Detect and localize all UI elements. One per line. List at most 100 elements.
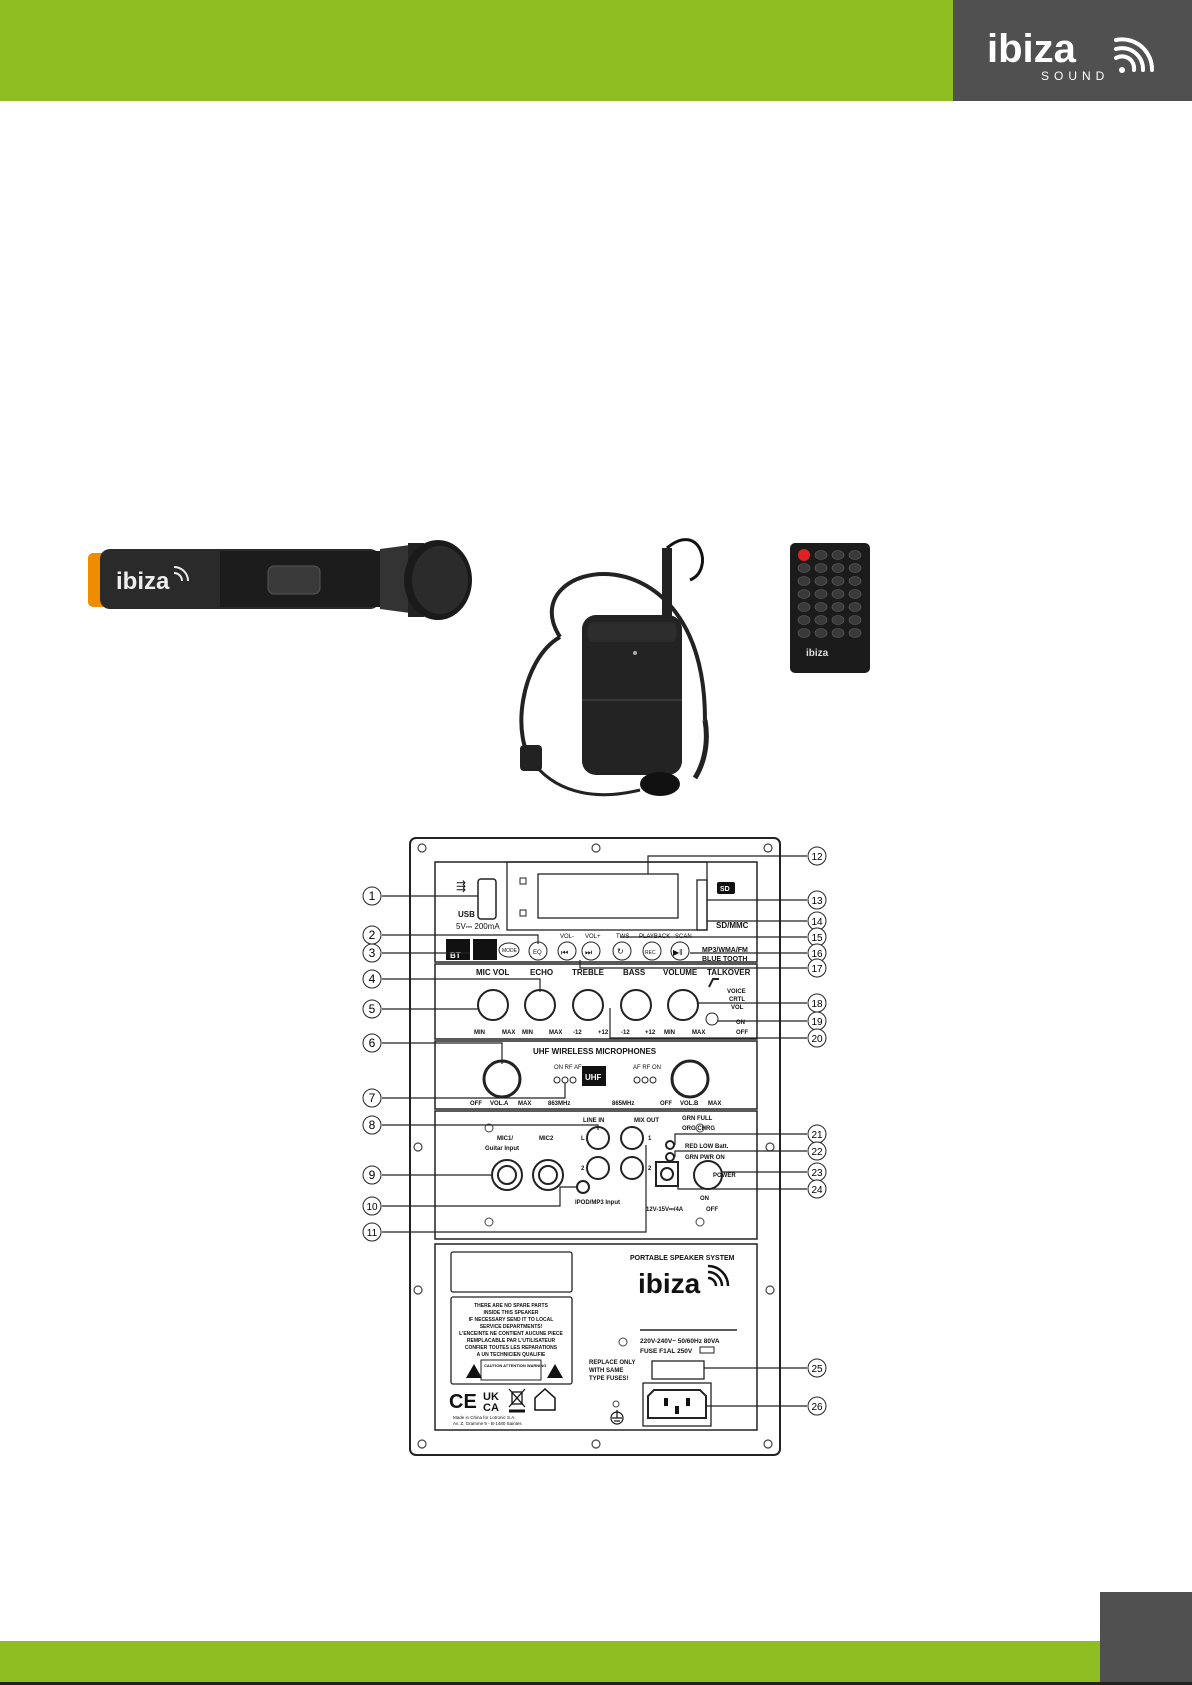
org-chrg-label: ORG CHRG	[682, 1126, 715, 1132]
shock-hazard-icon	[466, 1364, 482, 1378]
svg-text:22: 22	[811, 1147, 823, 1158]
dc-spec-label: 12V-15V⎓/4A	[646, 1207, 684, 1213]
callout-1: 1	[362, 886, 382, 906]
callout-18: 18	[807, 993, 827, 1013]
callout-24: 24	[807, 1179, 827, 1199]
vol-label: VOL	[731, 1005, 744, 1011]
callout-26: 26	[807, 1396, 827, 1416]
remote-key	[797, 615, 811, 625]
svg-text:17: 17	[811, 964, 823, 975]
power-on-label: ON	[700, 1196, 709, 1202]
guitar-input-label: Guitar Input	[485, 1146, 519, 1152]
volume-min: MIN	[664, 1030, 675, 1036]
mic-vol-min: MIN	[474, 1030, 485, 1036]
vol-minus-label: VOL-	[560, 934, 574, 940]
knob-title-treble: TREBLE	[572, 968, 605, 977]
svg-text:1: 1	[369, 889, 376, 903]
callout-13: 13	[807, 890, 827, 910]
red-low-label: RED LOW Batt.	[685, 1144, 729, 1150]
l-label: L	[581, 1136, 585, 1142]
usb-port	[477, 878, 497, 920]
remote-key	[797, 628, 811, 638]
remote-key	[831, 589, 845, 599]
volume-max: MAX	[692, 1030, 705, 1036]
svg-text:21: 21	[811, 1130, 823, 1141]
uhf-title: UHF WIRELESS MICROPHONES	[533, 1047, 657, 1056]
svg-text:5: 5	[369, 1002, 376, 1016]
callout-2: 2	[362, 925, 382, 945]
callout-10: 10	[362, 1196, 382, 1216]
talkover-on: ON	[736, 1020, 745, 1026]
sd-slot	[696, 879, 708, 931]
remote-key	[814, 628, 828, 638]
repeat-icon: ↻	[617, 947, 624, 956]
power-label: POWER	[713, 1173, 736, 1179]
svg-text:9: 9	[369, 1168, 376, 1182]
indoor-use-icon	[534, 1387, 556, 1411]
remote-key	[831, 615, 845, 625]
ukca-mark-2: CA	[483, 1402, 499, 1414]
mic2-jack	[532, 1159, 564, 1191]
product-figure: ibiza ibiza ⇶	[88, 538, 870, 1456]
sd-label: SD	[720, 886, 730, 893]
remote-key	[814, 550, 828, 560]
callout-numbers: 1 2 3 4 5 6 7 8 9 10 11 12 13 14 15 16 1…	[362, 846, 827, 1416]
svg-text:8: 8	[369, 1118, 376, 1132]
mic-wordmark: ibiza	[116, 568, 170, 595]
fuse-holder	[651, 1360, 705, 1380]
knob-title-bass: BASS	[623, 968, 646, 977]
vol-a-max: MAX	[518, 1101, 531, 1107]
callout-7: 7	[362, 1088, 382, 1108]
volume-knob	[667, 989, 699, 1021]
usb-spec: 5V⎓ 200mA	[456, 922, 500, 931]
next-button	[581, 941, 601, 961]
remote-key	[848, 576, 862, 586]
fuse-label: FUSE F1AL 250V	[640, 1348, 693, 1355]
remote-key	[797, 563, 811, 573]
callout-17: 17	[807, 958, 827, 978]
callout-15: 15	[807, 927, 827, 947]
eq-label: EQ	[533, 950, 542, 956]
warning-line: IF NECESSARY SEND IT TO LOCAL	[469, 1317, 554, 1323]
svg-text:2: 2	[369, 928, 376, 942]
svg-text:23: 23	[811, 1168, 823, 1179]
lcd-screen	[537, 873, 679, 919]
mains-label: 220V-240V~ 50/60Hz 80VA	[640, 1338, 720, 1345]
mic2-label: MIC2	[539, 1136, 554, 1142]
talkover-off: OFF	[736, 1030, 748, 1036]
bluetooth-label: BLUE TOOTH	[702, 956, 747, 963]
warning-line: A UN TECHNICIEN QUALIFIE	[477, 1352, 546, 1358]
vol-b-max: MAX	[708, 1101, 721, 1107]
replace-1: REPLACE ONLY	[589, 1360, 635, 1366]
callout-5: 5	[362, 999, 382, 1019]
svg-text:16: 16	[811, 949, 823, 960]
warning-line: SERVICE DEPARTMENTS!	[480, 1324, 543, 1330]
vol-b-off: OFF	[660, 1101, 672, 1107]
vol-a-label: VOL.A	[490, 1101, 509, 1107]
prev-button	[557, 941, 577, 961]
svg-text:14: 14	[811, 917, 823, 928]
replace-2: WITH SAME	[589, 1368, 623, 1374]
svg-text:11: 11	[367, 1228, 378, 1239]
svg-text:15: 15	[811, 933, 823, 944]
mic1-label: MIC1/	[497, 1136, 513, 1142]
remote-key	[797, 589, 811, 599]
remote-key	[814, 615, 828, 625]
svg-text:26: 26	[811, 1402, 823, 1413]
remote-key	[848, 550, 862, 560]
freq-b: 865MHz	[612, 1101, 634, 1107]
uhf-badge-text: UHF	[585, 1073, 602, 1082]
line-in-r-jack	[586, 1156, 610, 1180]
bass-knob	[620, 989, 652, 1021]
bluetooth-wifi-icon	[446, 939, 470, 960]
knob-title-volume: VOLUME	[663, 968, 698, 977]
replace-3: TYPE FUSES!	[589, 1376, 628, 1382]
remote-key	[848, 563, 862, 573]
bt-label: BT	[450, 951, 461, 960]
callout-11: 11	[362, 1222, 382, 1242]
callout-23: 23	[807, 1162, 827, 1182]
knob-title-mic-vol: MIC VOL	[476, 968, 509, 977]
callout-21: 21	[807, 1124, 827, 1144]
remote-key	[797, 602, 811, 612]
ipod-label: IPOD/MP3 Input	[575, 1200, 620, 1206]
